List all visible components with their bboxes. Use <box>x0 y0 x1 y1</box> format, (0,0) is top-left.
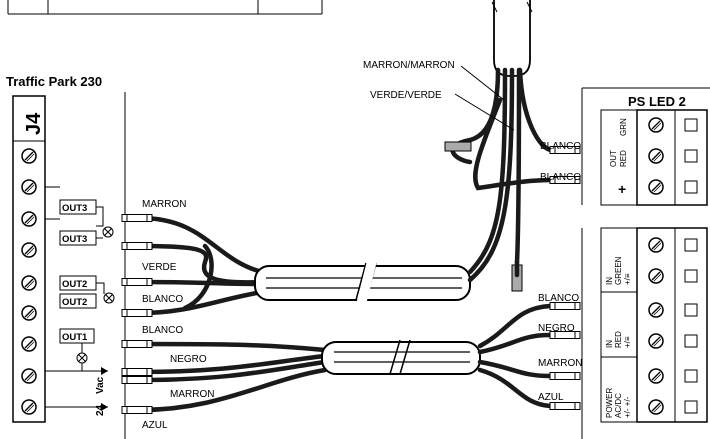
wire-marron-label: MARRON <box>142 199 186 210</box>
left-terminal-screw-icon <box>21 368 37 384</box>
right-wire-labels: BLANCO NEGRO MARRON AZUL BLANCO BLANCO <box>538 141 582 403</box>
wire-ferrule-icon <box>121 406 153 414</box>
wire-azul-label: AZUL <box>142 420 168 431</box>
in-red-label: RED <box>614 331 623 348</box>
wire-marron-2-label: MARRON <box>170 389 214 400</box>
power-label: +/- +/- <box>623 396 632 418</box>
right-ferrules <box>549 146 581 410</box>
input-terminal-screw-icon <box>648 268 664 284</box>
wire-ferrule-icon <box>549 146 581 154</box>
ps-plus-label: + <box>618 181 626 197</box>
wire-ferrule-icon <box>121 309 153 317</box>
left-terminal-screw-icon <box>21 275 37 291</box>
wire-ferrule-icon <box>549 402 581 410</box>
input-terminal-screw-icon <box>648 302 664 318</box>
top-cable: MARRON/MARRON VERDE/VERDE <box>363 0 555 292</box>
in-green-label: IN <box>605 277 614 285</box>
right-marron-label: MARRON <box>538 358 582 369</box>
out3-a-label: OUT3 <box>62 203 87 214</box>
terminal-slot <box>684 303 698 317</box>
ps-terminal-screw-icon <box>648 179 664 195</box>
ps-grn-label: GRN <box>619 118 628 136</box>
left-wire-labels: MARRON VERDE BLANCO BLANCO NEGRO MARRON … <box>142 199 214 431</box>
left-terminal-screw-icon <box>21 211 37 227</box>
ps-terminal-screw-icon <box>648 148 664 164</box>
out3-b-label: OUT3 <box>62 234 87 245</box>
terminal-slot <box>684 149 698 163</box>
wire-ferrule-icon <box>121 340 153 348</box>
wire-blanco-label: BLANCO <box>142 294 183 305</box>
power-label: POWER <box>605 388 614 418</box>
wire-blanco-2-label: BLANCO <box>142 325 183 336</box>
j4-terminal-block: J4 <box>12 95 46 423</box>
ps-led-block: PS LED 2 OUT GRN RED + <box>581 87 710 206</box>
input-terminal-screw-icon <box>648 368 664 384</box>
in-red-label: +/≡ <box>623 336 632 348</box>
terminal-slot <box>684 369 698 383</box>
left-cable-harness <box>137 215 481 413</box>
input-terminal-screw-icon <box>648 399 664 415</box>
24v-label: 24 <box>95 404 106 416</box>
wire-ferrule-icon <box>549 302 581 310</box>
terminal-slot <box>684 118 698 132</box>
in-green-label: +/≡ <box>623 273 632 285</box>
right-azul-label: AZUL <box>538 392 564 403</box>
left-terminal-screw-icon <box>21 148 37 164</box>
out1-label: OUT1 <box>62 332 88 343</box>
terminal-slot <box>684 334 698 348</box>
wire-ferrule-icon <box>549 331 581 339</box>
right-cable-harness <box>477 259 553 409</box>
wire-ferrule-icon <box>121 278 153 286</box>
wire-ferrule-icon <box>121 214 153 222</box>
vac-label: Vac <box>95 376 106 394</box>
wire-verde-label: VERDE <box>142 262 177 273</box>
right-negro-label: NEGRO <box>538 323 575 334</box>
ps-out-label: OUT <box>609 150 618 167</box>
ps-terminal-screw-icon <box>648 117 664 133</box>
in-green-label: GREEN <box>614 256 623 285</box>
terminal-slot <box>684 180 698 194</box>
terminal-slot <box>684 269 698 283</box>
wire-ferrule-icon <box>121 242 153 250</box>
wire-negro-label: NEGRO <box>170 354 207 365</box>
terminal-slot <box>684 238 698 252</box>
left-block-title: Traffic Park 230 <box>6 74 102 89</box>
left-terminal-screw-icon <box>21 336 37 352</box>
ps-red-label: RED <box>619 150 628 167</box>
wire-ferrule-icon <box>549 176 581 184</box>
wire-ferrule-icon <box>121 368 153 376</box>
wire-ferrule-icon <box>549 372 581 380</box>
top-verde-label: VERDE/VERDE <box>370 90 442 101</box>
in-red-label: IN <box>605 340 614 348</box>
ps-led-title: PS LED 2 <box>628 94 686 109</box>
top-table-fragment <box>7 0 323 15</box>
input-terminal-screw-icon <box>648 237 664 253</box>
ps-blanco-2-label: BLANCO <box>540 172 581 183</box>
left-terminal-screw-icon <box>21 242 37 258</box>
out2-b-label: OUT2 <box>62 297 87 308</box>
power-label: AC/DC <box>614 393 623 418</box>
input-terminal-screw-icon <box>648 333 664 349</box>
left-ferrules <box>121 214 153 414</box>
terminal-slot <box>684 400 698 414</box>
left-terminal-screw-icon <box>21 179 37 195</box>
right-blanco-label: BLANCO <box>538 293 579 304</box>
left-terminal-screw-icon <box>21 305 37 321</box>
wire-ferrule-icon <box>121 376 153 384</box>
out2-a-label: OUT2 <box>62 279 87 290</box>
j4-label: J4 <box>23 112 45 135</box>
top-marron-label: MARRON/MARRON <box>363 60 455 71</box>
left-terminal-screw-icon <box>21 399 37 415</box>
ps-blanco-1-label: BLANCO <box>540 141 581 152</box>
left-outputs: OUT3 OUT3 OUT2 OUT2 OUT1 Vac 24 <box>45 186 115 416</box>
